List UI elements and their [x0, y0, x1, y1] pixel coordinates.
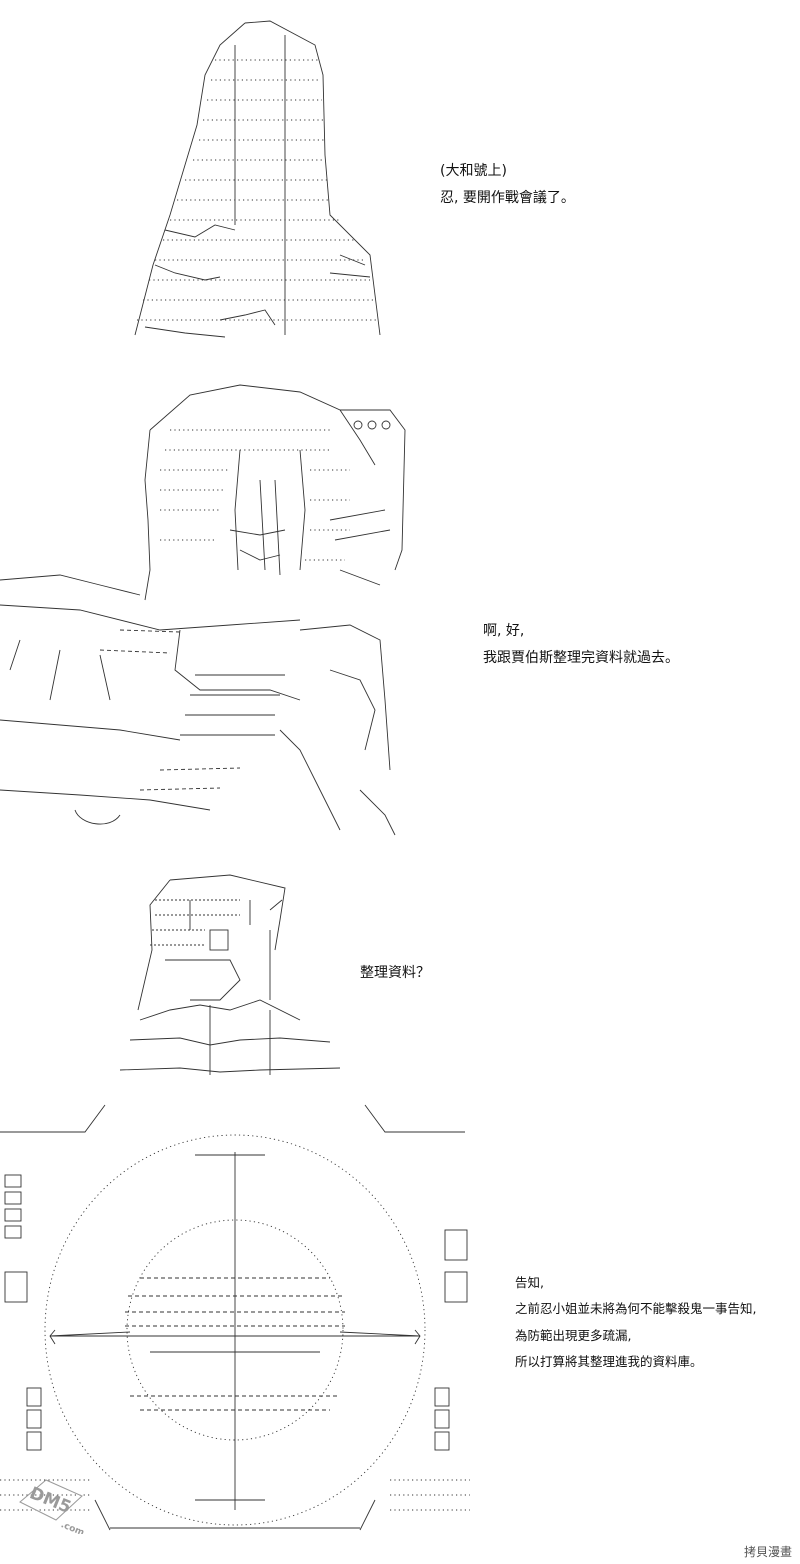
dialogue-line: 忍, 要開作戰會議了。	[440, 189, 575, 206]
hooded-figure-drawing	[134, 20, 381, 338]
dialogue-line: 所以打算將其整理進我的資料庫。	[515, 1353, 703, 1369]
dialogue-box-4: 告知, 之前忍小姐並未將為何不能擊殺鬼一事告知, 為防範出現更多疏漏, 所以打算…	[515, 1270, 756, 1375]
dialogue-line: 我跟賈伯斯整理完資料就過去。	[483, 649, 679, 666]
watermark: 拷貝漫畫	[743, 1545, 792, 1559]
dialogue-line: 整理資料？	[360, 965, 430, 981]
logo-text: DM5	[27, 1483, 74, 1518]
dialogue-line: 之前忍小姐並未將為何不能擊殺鬼一事告知,	[515, 1301, 757, 1317]
dialogue-line: 為防範出現更多疏漏,	[515, 1327, 632, 1343]
panel-1: (大和號上) 忍, 要開作戰會議了。	[0, 0, 800, 360]
hologram-globe-drawing	[0, 1104, 470, 1531]
robot-drawing	[119, 874, 341, 1075]
panel-4: 告知, 之前忍小姐並未將為何不能擊殺鬼一事告知, 為防範出現更多疏漏, 所以打算…	[0, 1100, 800, 1531]
panel-2: 啊, 好, 我跟賈伯斯整理完資料就過去。	[0, 360, 800, 840]
dialogue-box-3: 整理資料？	[360, 960, 430, 987]
dialogue-box-2: 啊, 好, 我跟賈伯斯整理完資料就過去。	[483, 618, 679, 671]
dialogue-line: 告知,	[515, 1275, 544, 1290]
dialogue-line: 啊, 好,	[483, 623, 525, 639]
logo-subtext: .com	[59, 1520, 85, 1534]
dialogue-box-1: (大和號上) 忍, 要開作戰會議了。	[440, 158, 575, 211]
panel-3: 整理資料？	[0, 840, 800, 1110]
site-logo-icon: DM5 .com	[19, 1479, 86, 1538]
site-logo: DM5 .com	[16, 1474, 100, 1538]
character-drawing	[0, 384, 406, 836]
dialogue-line: (大和號上)	[440, 163, 507, 179]
